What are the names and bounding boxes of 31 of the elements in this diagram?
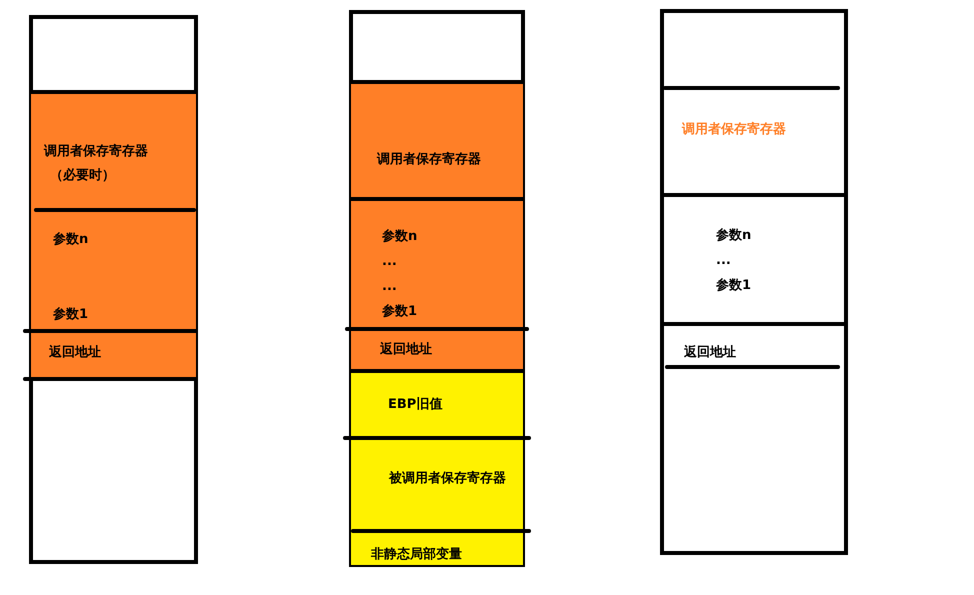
slot-label: 参数n (53, 232, 88, 248)
slot-label: 非静态局部变量 (371, 547, 462, 563)
slot-label: 调用者保存寄存器 (44, 144, 148, 160)
slot-label: 参数1 (53, 307, 88, 323)
slot-label: 参数1 (382, 304, 418, 320)
stack-slot (351, 371, 523, 438)
slot-label: ... (382, 254, 397, 270)
slot-label: 调用者保存寄存器 (682, 122, 786, 138)
stack-column (349, 10, 525, 567)
slot-label: （必要时） (50, 168, 115, 184)
slot-label: 参数n (382, 229, 418, 245)
stack-slot (351, 82, 523, 199)
stack-slot (351, 199, 523, 329)
slot-label: ... (716, 253, 731, 269)
stack-column (660, 9, 848, 555)
slot-label: 返回地址 (684, 345, 736, 361)
slot-label: ... (382, 279, 397, 295)
stack-slot (31, 331, 196, 379)
slot-label: 返回地址 (49, 345, 101, 361)
stack-slot (351, 531, 523, 565)
slot-label: 参数1 (716, 278, 752, 294)
stack-column (29, 15, 198, 564)
slot-label: 返回地址 (380, 342, 432, 358)
slot-label: 调用者保存寄存器 (377, 152, 481, 168)
slot-label: 被调用者保存寄存器 (389, 471, 506, 487)
slot-label: EBP旧值 (388, 397, 442, 413)
stack-slot (351, 438, 523, 531)
stack-slot (31, 210, 196, 331)
slot-label: 参数n (716, 228, 752, 244)
stack-slot (31, 92, 196, 210)
stack-slot (351, 329, 523, 371)
